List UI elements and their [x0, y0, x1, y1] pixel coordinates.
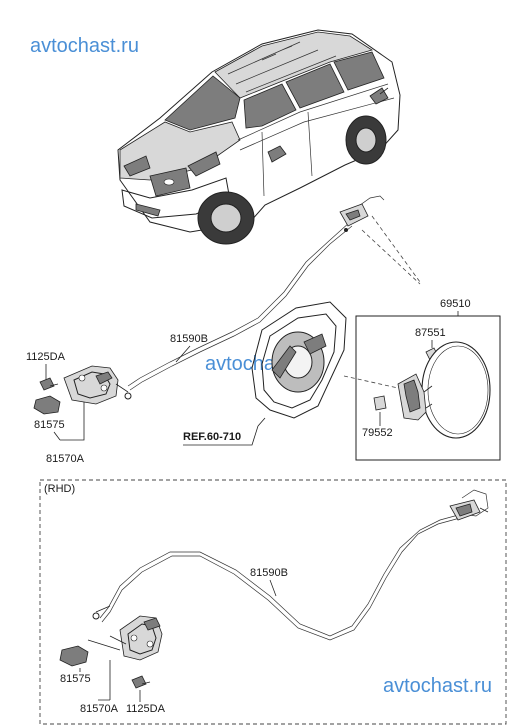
opener-cap-upper — [33, 395, 61, 415]
opener-lever-assembly-lower — [87, 615, 163, 661]
watermark-top: avtochast.ru — [30, 35, 139, 57]
label-81590B-lower: 81590B — [250, 567, 288, 579]
label-81570A-lower: 81570A — [80, 703, 119, 715]
rubber-bumper-part — [373, 395, 387, 411]
rhd-cable — [99, 489, 489, 637]
opener-cap-lower — [59, 645, 89, 667]
label-81590B-upper: 81590B — [170, 333, 208, 345]
label-81570A-upper: 81570A — [46, 453, 85, 465]
rhd-cable-end-ring — [92, 612, 100, 620]
label-81575-lower: 81575 — [60, 673, 91, 685]
label-81575-upper: 81575 — [34, 419, 65, 431]
fuel-door-box — [355, 315, 501, 461]
rhd-section-box — [39, 479, 507, 725]
cable-end-ring — [124, 392, 132, 400]
label-1125DA-lower: 1125DA — [126, 703, 166, 715]
fuel-filler-housing — [251, 301, 347, 419]
watermark-bottom: avtochast.ru — [383, 675, 492, 697]
bolt-part-lower — [131, 675, 151, 689]
fuel-door-panel — [397, 341, 491, 439]
fuel-door-cable-outer — [129, 225, 353, 391]
rhd-note: (RHD) — [44, 483, 75, 495]
rhd-cable-release-actuator — [449, 499, 489, 521]
reference-label: REF.60-710 — [183, 431, 241, 443]
suv-illustration — [117, 29, 401, 245]
label-69510: 69510 — [440, 298, 471, 310]
opener-lever-assembly-upper — [63, 365, 129, 405]
bolt-part-upper — [39, 377, 59, 391]
label-79552: 79552 — [362, 427, 393, 439]
label-87551: 87551 — [415, 327, 446, 339]
label-1125DA-upper: 1125DA — [26, 351, 66, 363]
cable-release-actuator — [339, 203, 369, 232]
